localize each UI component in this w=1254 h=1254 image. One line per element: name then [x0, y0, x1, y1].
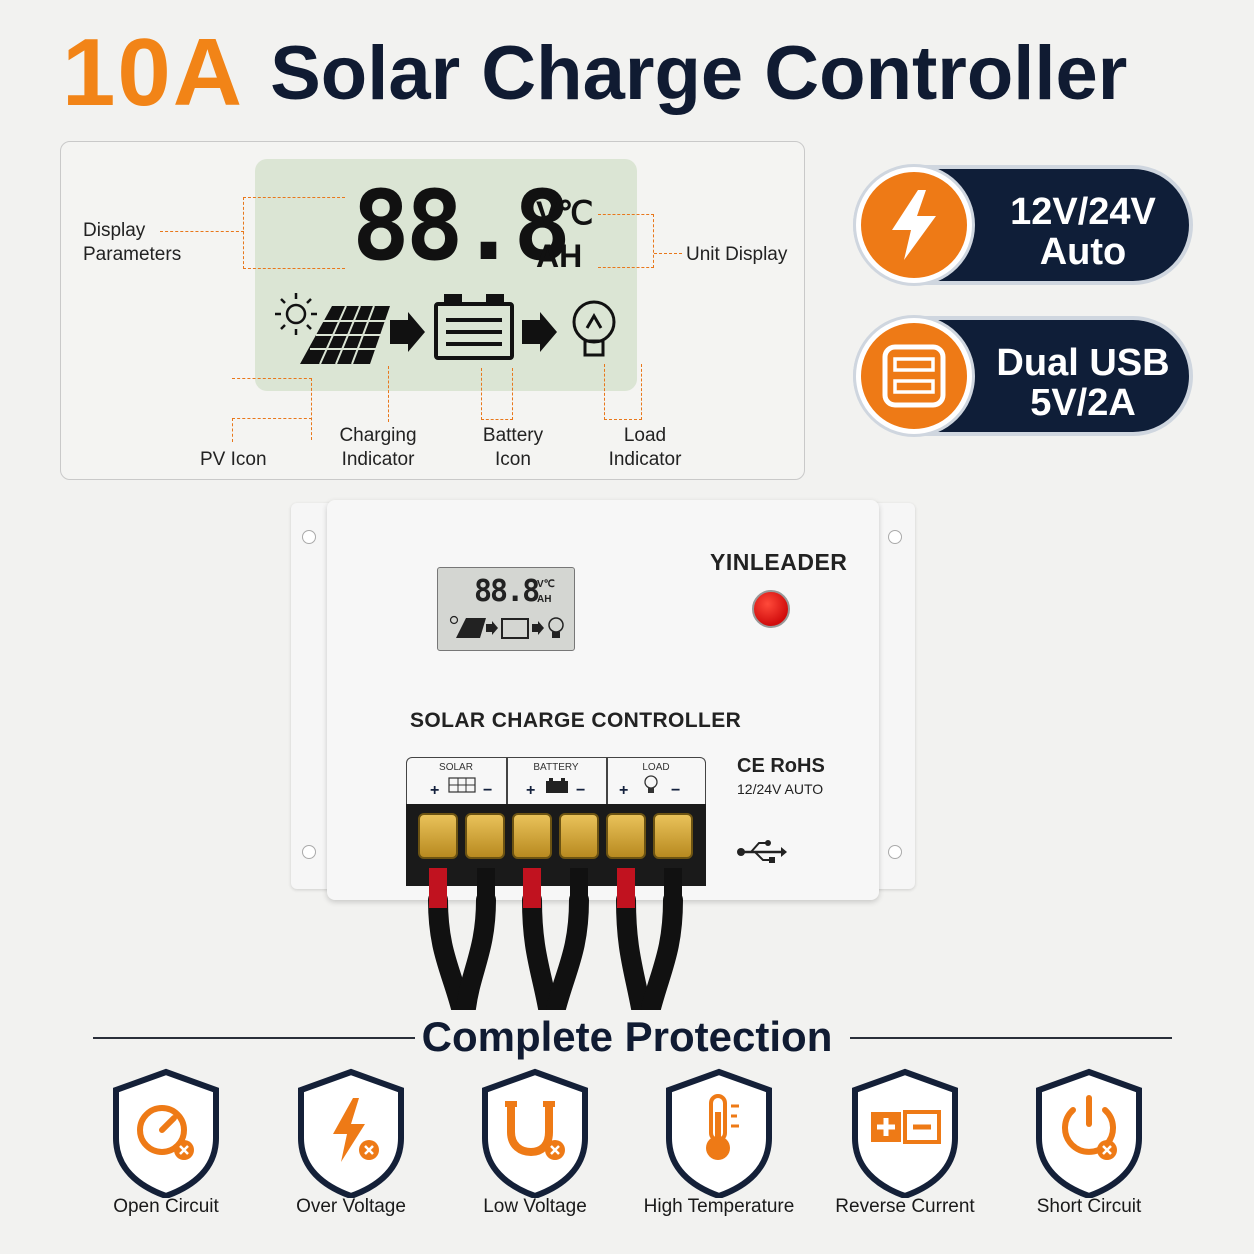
- terminal-screw[interactable]: [418, 813, 458, 859]
- short-circuit-label: Short Circuit: [1036, 1196, 1142, 1217]
- label-display-parameters: Display Parameters: [83, 220, 182, 265]
- lcd-unit-bottom: AH: [536, 238, 583, 274]
- terminal-screw[interactable]: [512, 813, 552, 859]
- usb-port-icon: [856, 318, 972, 434]
- title-text: Solar Charge Controller: [270, 30, 1128, 116]
- low-voltage-icon: [475, 1068, 595, 1198]
- leader-bracket: [598, 214, 654, 268]
- leader-bracket: [243, 197, 345, 269]
- bulb-icon: [572, 300, 616, 357]
- battery-small-icon: [546, 778, 568, 793]
- brand-name: YINLEADER: [710, 549, 848, 575]
- leader-pv: [232, 378, 312, 440]
- battery-minus: −: [576, 782, 586, 799]
- leader-line: [654, 253, 682, 254]
- controller-lcd-unit-bottom: AH: [537, 594, 552, 605]
- sun-icon: [275, 293, 317, 335]
- open-circuit-icon: [106, 1068, 226, 1198]
- lightning-icon: [856, 167, 972, 283]
- lcd-icon-row: [275, 293, 616, 365]
- lcd-digits: 88.8: [352, 170, 571, 282]
- divider-right: [850, 1037, 1172, 1039]
- controller-lcd-digits: 88.8: [474, 574, 540, 609]
- controller-lcd-unit-top: V℃: [537, 579, 555, 590]
- certification-marks: CE RoHS: [737, 755, 825, 777]
- divider: [606, 757, 608, 805]
- label-unit-display: Unit Display: [686, 244, 788, 265]
- load-plus: +: [619, 782, 629, 799]
- reverse-current-label: Reverse Current: [835, 1196, 975, 1217]
- pv-panel-icon: [300, 305, 390, 365]
- open-circuit-label: Open Circuit: [113, 1196, 219, 1217]
- load-arrow-icon: [522, 312, 557, 352]
- terminal-screw[interactable]: [653, 813, 693, 859]
- terminal-screw[interactable]: [606, 813, 646, 859]
- cables: [428, 868, 683, 1010]
- high-temperature-icon: [659, 1068, 779, 1198]
- divider-left: [93, 1037, 415, 1039]
- high-temperature-label: High Temperature: [643, 1196, 795, 1217]
- label-pv-icon: PV Icon: [200, 449, 267, 470]
- label-load-indicator: Load Indicator: [608, 425, 682, 470]
- terminal-screw[interactable]: [559, 813, 599, 859]
- controller-lcd-icons: [449, 615, 564, 639]
- terminal-screw[interactable]: [465, 813, 505, 859]
- leader-load: [604, 364, 642, 420]
- feature-usb-text: Dual USB 5V/2A: [996, 342, 1170, 424]
- solar-plus: +: [430, 782, 440, 799]
- status-led: [752, 590, 790, 628]
- leader-line: [160, 231, 244, 232]
- terminal-load-label: LOAD: [642, 762, 670, 773]
- feature-voltage-text: 12V/24V Auto: [1010, 191, 1156, 273]
- solar-panel-icon: [448, 777, 476, 793]
- title-amperage: 10A: [62, 19, 245, 126]
- page-title: 10A Solar Charge Controller: [62, 18, 1127, 128]
- solar-minus: −: [483, 782, 493, 799]
- over-voltage-icon: [291, 1068, 411, 1198]
- mount-hole: [302, 530, 316, 544]
- terminal-battery-label: BATTERY: [533, 762, 579, 773]
- protection-title: Complete Protection: [421, 1013, 833, 1060]
- terminal-solar-label: SOLAR: [439, 762, 473, 773]
- low-voltage-label: Low Voltage: [483, 1196, 587, 1217]
- over-voltage-label: Over Voltage: [296, 1196, 406, 1217]
- controller-label: SOLAR CHARGE CONTROLLER: [410, 709, 742, 732]
- mount-hole: [888, 845, 902, 859]
- mount-hole: [888, 530, 902, 544]
- charging-arrow-icon: [390, 312, 425, 352]
- short-circuit-icon: [1029, 1068, 1149, 1198]
- mount-hole: [302, 845, 316, 859]
- voltage-note: 12/24V AUTO: [737, 781, 824, 797]
- label-battery-icon: Battery Icon: [482, 425, 544, 470]
- load-minus: −: [671, 782, 681, 799]
- bulb-small-icon: [644, 775, 658, 793]
- leader-pv-2: [232, 418, 312, 442]
- divider: [506, 757, 508, 805]
- label-charging-indicator: Charging Indicator: [339, 425, 417, 470]
- leader-charging: [388, 366, 389, 422]
- battery-icon: [434, 294, 514, 360]
- lcd-unit-top: V℃: [536, 195, 594, 231]
- usb-symbol-icon: [737, 840, 787, 863]
- leader-battery: [481, 368, 513, 420]
- reverse-current-icon: [845, 1068, 965, 1198]
- battery-plus: +: [526, 782, 536, 799]
